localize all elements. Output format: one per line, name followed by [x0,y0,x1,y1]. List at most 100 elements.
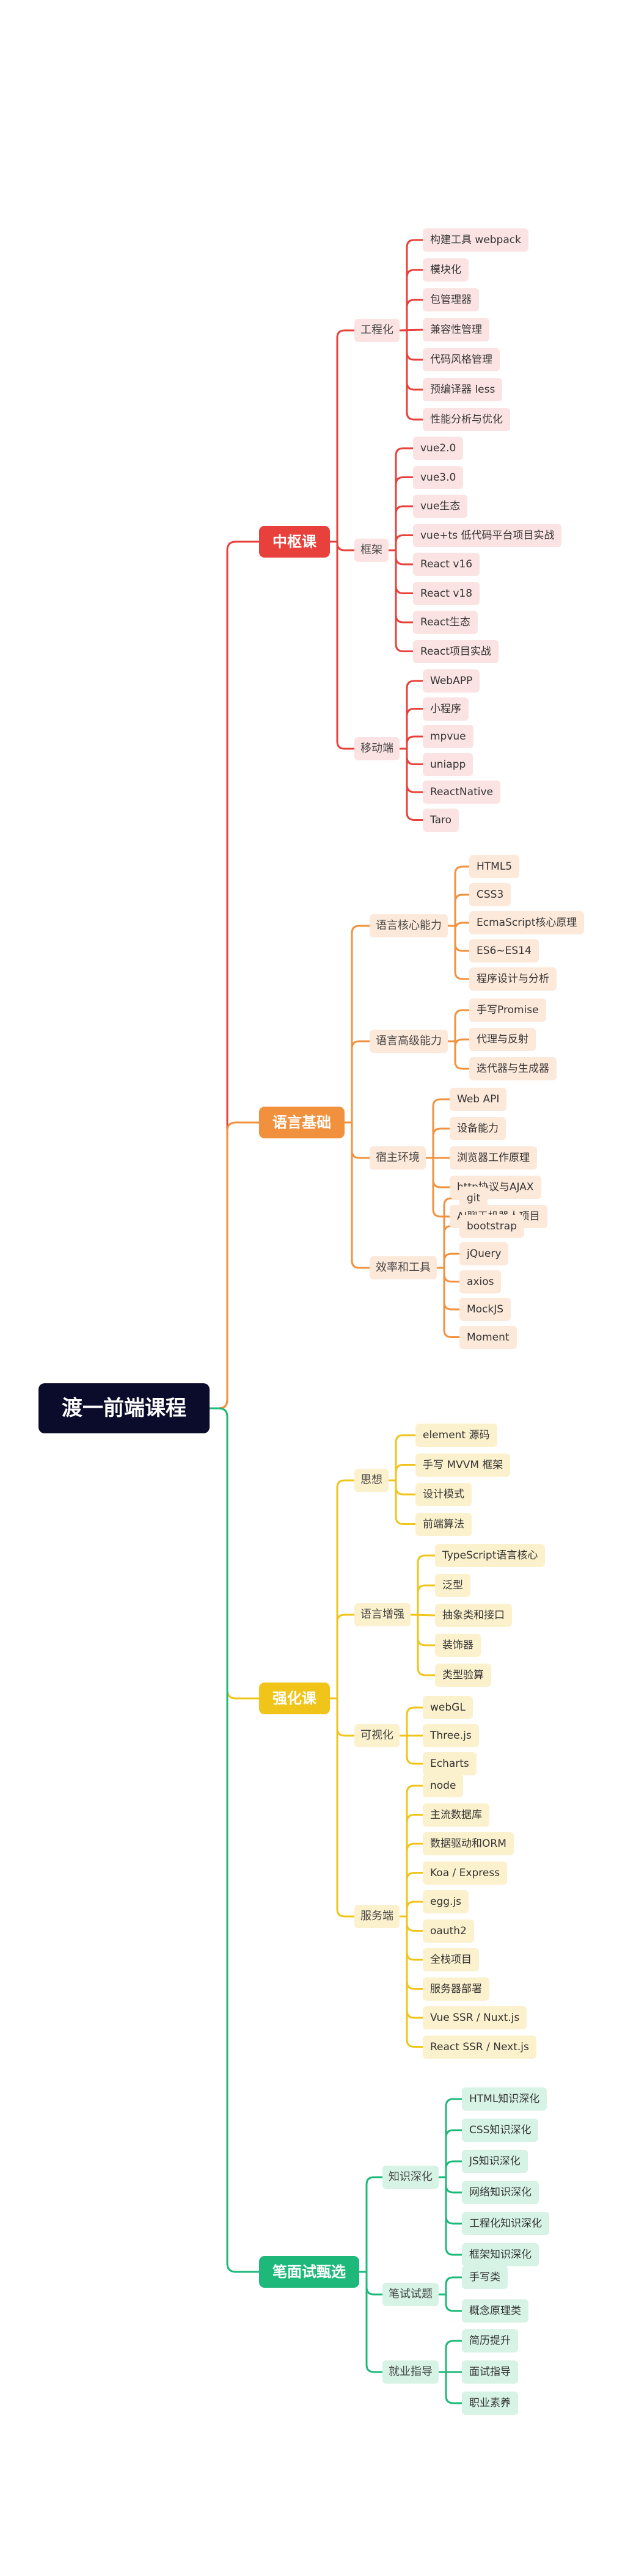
topic-node[interactable]: 设备能力 [450,1117,506,1140]
topic-node[interactable]: 兼容性管理 [423,318,489,341]
group-node[interactable]: 工程化 [354,319,400,342]
topic-node[interactable]: CSS3 [469,883,511,906]
topic-node[interactable]: 网络知识深化 [462,2181,539,2204]
group-node[interactable]: 思想 [354,1469,389,1492]
topic-node[interactable]: vue3.0 [413,465,464,489]
topic-node[interactable]: uniapp [423,752,473,776]
group-node[interactable]: 移动端 [354,737,400,760]
branch-node-zhonggao[interactable]: 中枢课 [259,526,330,558]
topic-node[interactable]: 性能分析与优化 [423,408,510,431]
topic-node[interactable]: 设计模式 [415,1483,472,1506]
topic-node[interactable]: 数据驱动和ORM [423,1832,514,1855]
connector-line [329,540,356,750]
connector-line [398,1901,424,1918]
topic-node[interactable]: 模块化 [423,258,469,282]
topic-node[interactable]: 服务器部署 [423,1977,489,2001]
group-node[interactable]: 可视化 [354,1724,400,1747]
topic-node[interactable]: React v18 [413,581,480,605]
topic-node[interactable]: 工程化知识深化 [462,2212,549,2235]
topic-node[interactable]: vue生态 [413,495,468,518]
topic-node[interactable]: Web API [450,1088,507,1111]
branch-node-yuyan[interactable]: 语言基础 [259,1107,345,1138]
topic-node[interactable]: Moment [459,1325,517,1349]
group-node[interactable]: 语言核心能力 [370,914,448,937]
group-node[interactable]: 宿主环境 [370,1146,426,1170]
connector-line [409,1614,436,1646]
branch-node-qianghua[interactable]: 强化课 [259,1683,330,1714]
group-node[interactable]: 知识深化 [382,2166,439,2189]
connector-line [358,2271,384,2373]
connector-line [398,708,424,750]
topic-node[interactable]: 主流数据库 [423,1803,489,1827]
topic-node[interactable]: git [459,1187,488,1210]
topic-node[interactable]: vue2.0 [413,437,464,460]
group-node[interactable]: 语言增强 [354,1603,411,1626]
topic-node[interactable]: Koa / Express [423,1861,508,1885]
topic-node[interactable]: 面试指导 [462,2360,518,2384]
topic-node[interactable]: Vue SSR / Nuxt.js [423,2006,527,2029]
group-node[interactable]: 语言高级能力 [370,1030,448,1053]
topic-node[interactable]: CSS知识深化 [462,2119,539,2142]
topic-node[interactable]: JS知识深化 [462,2150,528,2173]
topic-node[interactable]: 全栈项目 [423,1948,479,1971]
topic-node[interactable]: 包管理器 [423,288,479,311]
topic-node[interactable]: ReactNative [423,780,500,804]
topic-node[interactable]: jQuery [459,1242,509,1265]
topic-node[interactable]: 手写 MVVM 框架 [415,1453,511,1477]
topic-node[interactable]: 装饰器 [435,1634,481,1657]
topic-node[interactable]: 构建工具 webpack [423,228,528,252]
topic-node[interactable]: 程序设计与分析 [469,967,557,991]
topic-node[interactable]: egg.js [423,1890,469,1913]
topic-node[interactable]: bootstrap [459,1214,524,1238]
branch-node-bimian[interactable]: 笔面试甄选 [259,2256,359,2288]
topic-node[interactable]: React SSR / Next.js [423,2035,536,2059]
connector-line [398,1915,424,1961]
topic-node[interactable]: node [423,1774,464,1797]
group-node[interactable]: 服务端 [354,1905,400,1928]
root-node-title[interactable]: 渡一前端课程 [38,1383,210,1433]
topic-node[interactable]: 代理与反射 [469,1028,536,1051]
topic-node[interactable]: TypeScript语言核心 [435,1544,546,1567]
connector-line [437,2276,463,2296]
topic-node[interactable]: 手写类 [462,2266,508,2289]
connector-line [398,239,424,332]
topic-node[interactable]: axios [459,1270,502,1293]
topic-node[interactable]: 预编译器 less [423,378,503,401]
group-node[interactable]: 笔试试题 [382,2283,439,2306]
topic-node[interactable]: element 源码 [415,1424,497,1447]
topic-node[interactable]: vue+ts 低代码平台项目实战 [413,523,562,547]
topic-node[interactable]: React项目实战 [413,639,499,663]
topic-node[interactable]: oauth2 [423,1919,474,1943]
topic-node[interactable]: 小程序 [423,697,469,721]
topic-node[interactable]: 代码风格管理 [423,348,500,371]
topic-node[interactable]: EcmaScript核心原理 [469,911,585,934]
topic-node[interactable]: Echarts [423,1752,477,1775]
topic-node[interactable]: MockJS [459,1298,511,1321]
topic-node[interactable]: Taro [423,808,459,832]
topic-node[interactable]: webGL [423,1696,473,1719]
topic-node[interactable]: 概念原理类 [462,2299,528,2323]
topic-node[interactable]: 手写Promise [469,999,546,1022]
topic-node[interactable]: 浏览器工作原理 [450,1146,537,1170]
connector-line [437,2098,463,2178]
topic-node[interactable]: 简历提升 [462,2329,518,2352]
topic-node[interactable]: WebAPP [423,669,480,693]
topic-node[interactable]: HTML5 [469,855,520,878]
topic-node[interactable]: 类型验算 [435,1664,491,1687]
topic-node[interactable]: 抽象类和接口 [435,1604,512,1627]
topic-node[interactable]: React v16 [413,553,480,576]
topic-node[interactable]: ES6~ES14 [469,939,539,962]
group-node[interactable]: 效率和工具 [370,1256,437,1279]
topic-node[interactable]: React生态 [413,611,478,634]
connector-line [398,1915,424,1932]
topic-node[interactable]: 迭代器与生成器 [469,1057,557,1080]
group-node[interactable]: 框架 [354,539,389,562]
topic-node[interactable]: HTML知识深化 [462,2087,547,2111]
topic-node[interactable]: mpvue [423,725,473,748]
topic-node[interactable]: 泛型 [435,1574,470,1597]
topic-node[interactable]: 框架知识深化 [462,2243,539,2266]
topic-node[interactable]: Three.js [423,1724,479,1747]
group-node[interactable]: 就业指导 [382,2360,439,2384]
topic-node[interactable]: 前端算法 [415,1512,472,1536]
topic-node[interactable]: 职业素养 [462,2392,518,2415]
